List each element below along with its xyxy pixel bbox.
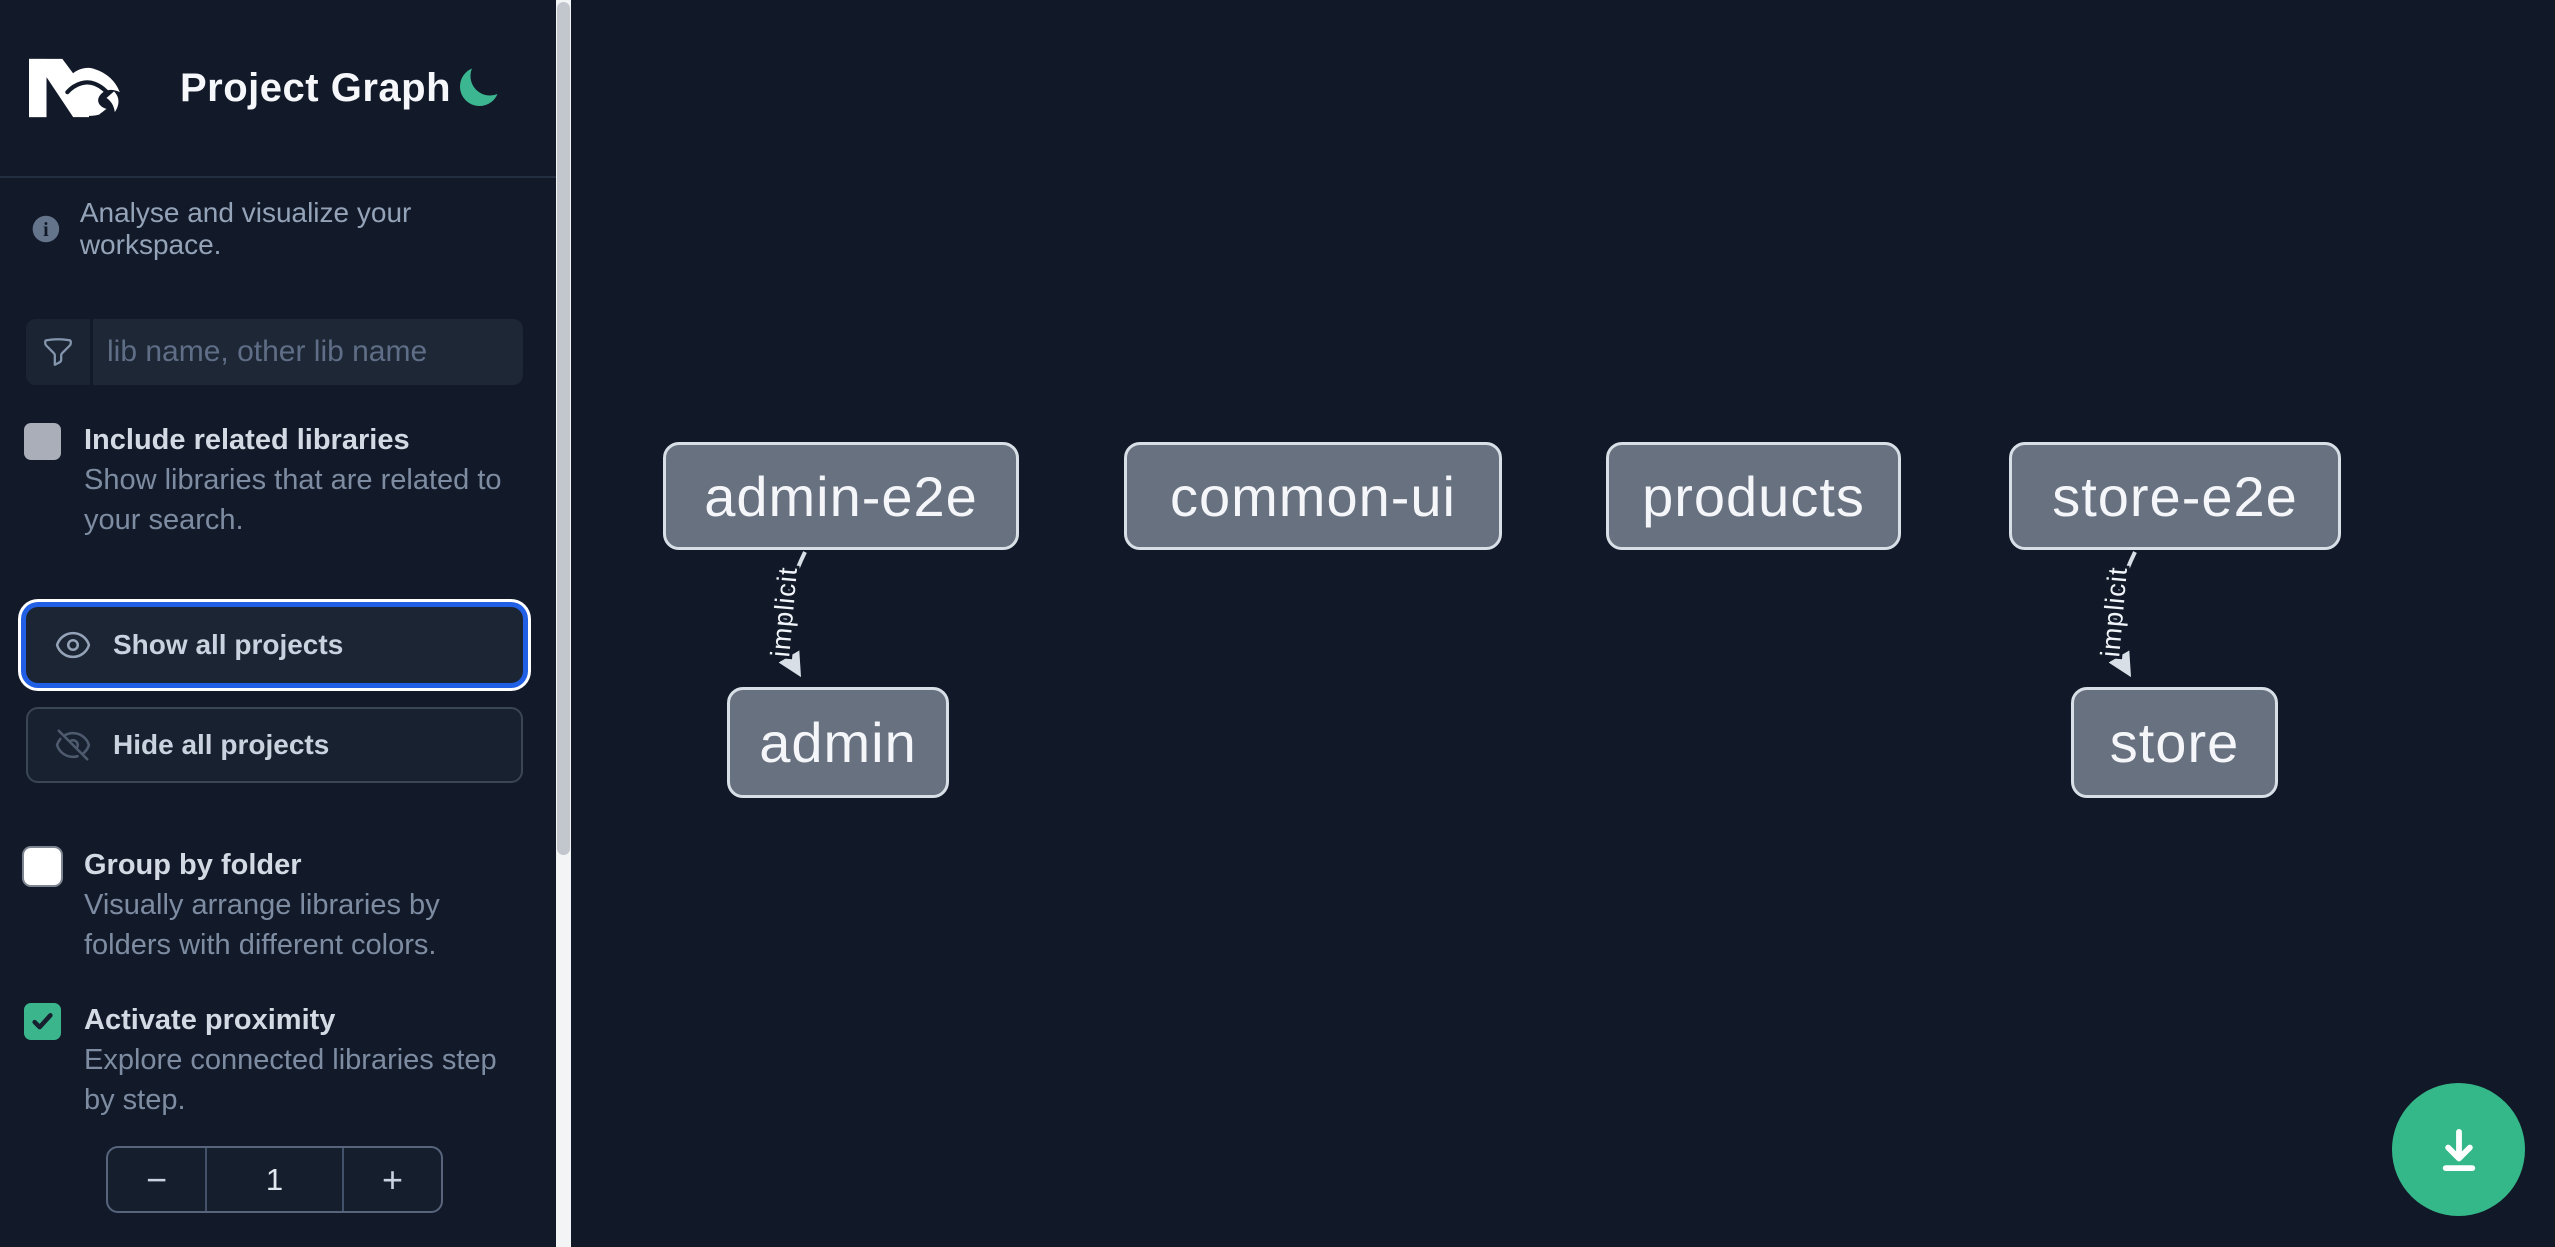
decrement-button[interactable]: −	[108, 1148, 205, 1211]
proximity-depth-stepper: − 1 +	[106, 1146, 443, 1213]
graph-canvas[interactable]: implicit implicit admin-e2e common-ui pr…	[571, 0, 2555, 1247]
funnel-icon	[44, 338, 72, 366]
sidebar: Project Graph i Analyse and visualize yo…	[0, 0, 556, 1247]
svg-text:i: i	[43, 219, 49, 241]
filter-input[interactable]	[93, 319, 523, 385]
info-row: i Analyse and visualize your workspace.	[30, 197, 530, 261]
search-icon-box	[26, 319, 93, 385]
edge-label-implicit: implicit	[765, 565, 803, 658]
project-node-admin-e2e[interactable]: admin-e2e	[663, 442, 1019, 550]
activate-proximity-checkbox[interactable]	[24, 1003, 61, 1040]
show-all-projects-button[interactable]: Show all projects	[26, 607, 523, 683]
project-node-admin[interactable]: admin	[727, 687, 949, 798]
hide-all-projects-button[interactable]: Hide all projects	[26, 707, 523, 783]
sidebar-header: Project Graph	[0, 0, 556, 176]
tagline-text: Analyse and visualize your workspace.	[79, 197, 412, 260]
moon-icon	[460, 68, 498, 106]
group-by-folder-label: Group by folder	[84, 849, 302, 881]
sidebar-scrollbar[interactable]	[556, 0, 571, 1247]
activate-proximity-label: Activate proximity	[84, 1004, 336, 1036]
edge-admin-e2e-to-admin	[778, 551, 807, 678]
include-related-description: Show libraries that are related to your …	[84, 464, 502, 536]
increment-button[interactable]: +	[344, 1148, 441, 1211]
activate-proximity-description: Explore connected libraries step by step…	[84, 1044, 497, 1116]
eye-icon	[55, 631, 91, 659]
option-include-related: Include related libraries Show libraries…	[24, 420, 516, 540]
theme-toggle-button[interactable]	[452, 62, 504, 114]
include-related-label: Include related libraries	[84, 424, 410, 456]
download-icon	[2442, 1128, 2475, 1171]
edges-layer: implicit implicit	[762, 551, 2137, 678]
edge-label-implicit: implicit	[2095, 565, 2133, 658]
page-title: Project Graph	[180, 65, 452, 110]
project-node-products[interactable]: products	[1606, 442, 1901, 550]
check-icon	[32, 1013, 53, 1030]
project-node-store-e2e[interactable]: store-e2e	[2009, 442, 2341, 550]
option-group-by-folder: Group by folder Visually arrange librari…	[24, 845, 516, 965]
edge-store-e2e-to-store	[2108, 551, 2137, 678]
nx-logo-icon	[29, 58, 120, 118]
show-all-projects-label: Show all projects	[113, 629, 344, 660]
project-node-store[interactable]: store	[2071, 687, 2278, 798]
eye-slash-icon	[55, 729, 91, 761]
hide-all-projects-label: Hide all projects	[113, 729, 330, 760]
search-bar	[26, 319, 523, 385]
project-node-common-ui[interactable]: common-ui	[1124, 442, 1502, 550]
option-activate-proximity: Activate proximity Explore connected lib…	[24, 1000, 516, 1120]
scrollbar-thumb[interactable]	[557, 2, 570, 855]
header-divider	[0, 176, 556, 178]
include-related-checkbox[interactable]	[24, 423, 61, 460]
stepper-value: 1	[205, 1148, 344, 1211]
group-by-folder-description: Visually arrange libraries by folders wi…	[84, 889, 440, 961]
group-by-folder-checkbox[interactable]	[24, 848, 61, 885]
info-circle-icon: i	[32, 215, 60, 243]
download-graph-button[interactable]	[2392, 1083, 2525, 1216]
